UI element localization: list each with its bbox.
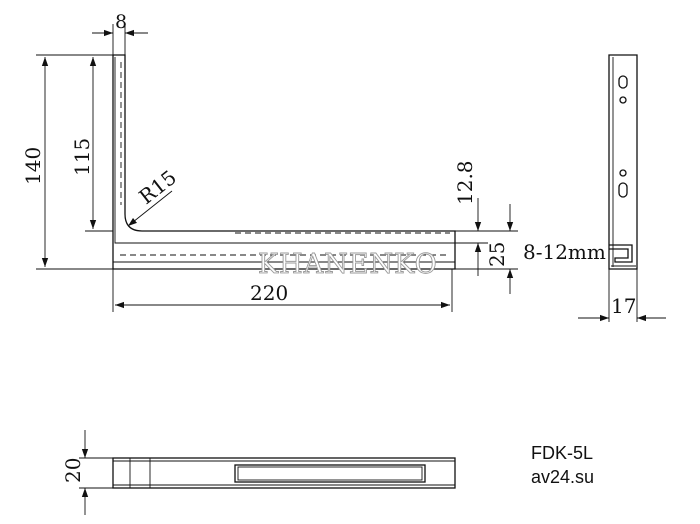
side-view: 17: [578, 54, 666, 322]
model-label: FDK-5L: [531, 443, 593, 463]
length-label: 220: [250, 281, 288, 305]
hole-offset-label: 12.8: [453, 160, 477, 205]
bracket-outline: [112, 54, 456, 270]
top-width-label: 20: [61, 458, 85, 483]
thickness-label: 8: [115, 11, 127, 33]
overall-height-label: 140: [21, 147, 45, 185]
wall-range-label: 8-12mm: [523, 240, 606, 264]
site-label: av24.su: [531, 467, 594, 487]
bracket-fold-line: [114, 57, 455, 244]
top-view: 20: [61, 430, 456, 515]
side-hook: [609, 244, 633, 263]
side-hole-bottom: [619, 169, 627, 177]
watermark: KHANENKO: [258, 249, 438, 280]
side-width-label: 17: [611, 294, 636, 318]
side-slot-bottom: [618, 182, 628, 198]
side-hole-top: [619, 96, 627, 104]
radius-leader: [127, 190, 173, 227]
profile-height-label: 25: [485, 242, 509, 267]
top-slot: [234, 464, 426, 483]
inner-height-label: 115: [70, 138, 94, 176]
top-outline: [112, 457, 456, 489]
side-slot-top: [618, 75, 628, 89]
